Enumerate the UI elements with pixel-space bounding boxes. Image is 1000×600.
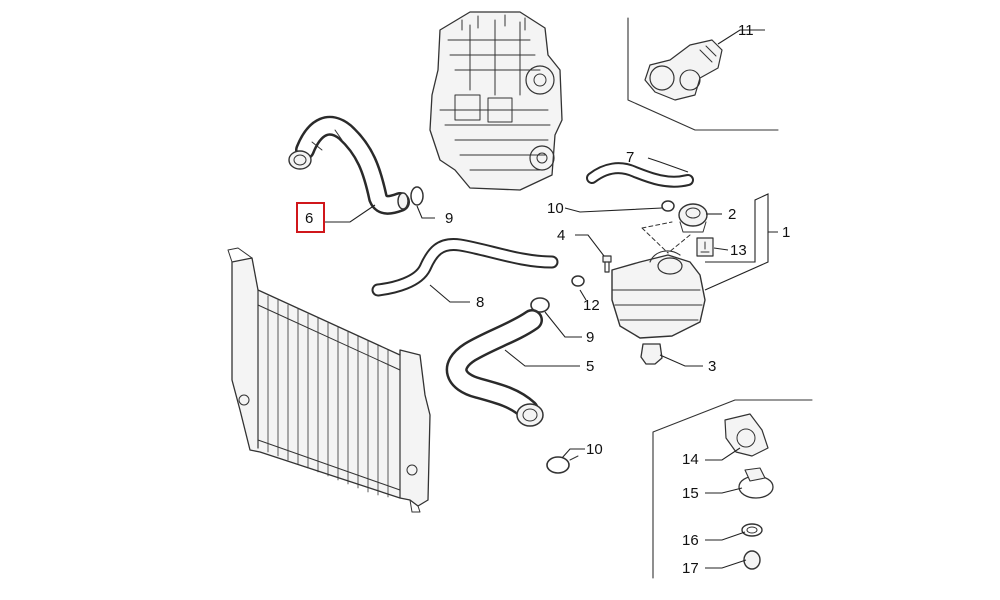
engine-block-illustration <box>429 11 563 191</box>
part-label-1[interactable]: 1 <box>782 224 790 241</box>
part-label-3[interactable]: 3 <box>708 358 716 375</box>
clip-16-illustration <box>741 523 763 537</box>
part-label-15[interactable]: 15 <box>682 485 699 502</box>
warning-label-13-illustration <box>696 237 714 257</box>
part-label-9-middle[interactable]: 9 <box>586 329 594 346</box>
bolt-4-illustration <box>602 255 612 273</box>
clamp-10-lower-illustration <box>546 455 579 474</box>
part-label-9-upper[interactable]: 9 <box>445 210 453 227</box>
expansion-tank-illustration <box>611 250 706 339</box>
hose-8-illustration <box>371 237 559 297</box>
part-label-12[interactable]: 12 <box>583 297 600 314</box>
hose-7-illustration <box>586 162 694 188</box>
part-label-4[interactable]: 4 <box>557 227 565 244</box>
plug-17-illustration <box>743 550 761 570</box>
radiator-illustration <box>227 247 431 513</box>
part-label-10-upper[interactable]: 10 <box>547 200 564 217</box>
part-label-13[interactable]: 13 <box>730 242 747 259</box>
inset-panel-14-17 <box>652 399 813 579</box>
part-label-16[interactable]: 16 <box>682 532 699 549</box>
part-label-5[interactable]: 5 <box>586 358 594 375</box>
sensor-3-illustration <box>640 343 663 365</box>
part-label-6[interactable]: 6 <box>305 210 313 227</box>
part-label-11[interactable]: 11 <box>738 22 754 39</box>
inset-panel-11 <box>627 17 779 131</box>
cap-2-illustration <box>678 203 708 233</box>
part-label-17[interactable]: 17 <box>682 560 699 577</box>
clamp-9-upper-illustration <box>410 186 424 206</box>
part-label-8[interactable]: 8 <box>476 294 484 311</box>
clamp-15-illustration <box>738 467 774 499</box>
clamp-9-middle-illustration <box>530 297 550 313</box>
part-label-14[interactable]: 14 <box>682 451 699 468</box>
part-label-2[interactable]: 2 <box>728 206 736 223</box>
hose-5-illustration <box>445 309 544 427</box>
part-label-7[interactable]: 7 <box>626 149 634 166</box>
clamp-12-illustration <box>571 275 585 287</box>
clamp-14-illustration <box>724 413 769 457</box>
clamp-10-upper-illustration <box>661 200 675 212</box>
part-6-highlight-box <box>296 202 325 233</box>
part-label-10-lower[interactable]: 10 <box>586 441 603 458</box>
hose-6-illustration <box>288 115 410 215</box>
assembly-dashed-lines <box>641 221 691 254</box>
leader-lines <box>325 29 778 569</box>
